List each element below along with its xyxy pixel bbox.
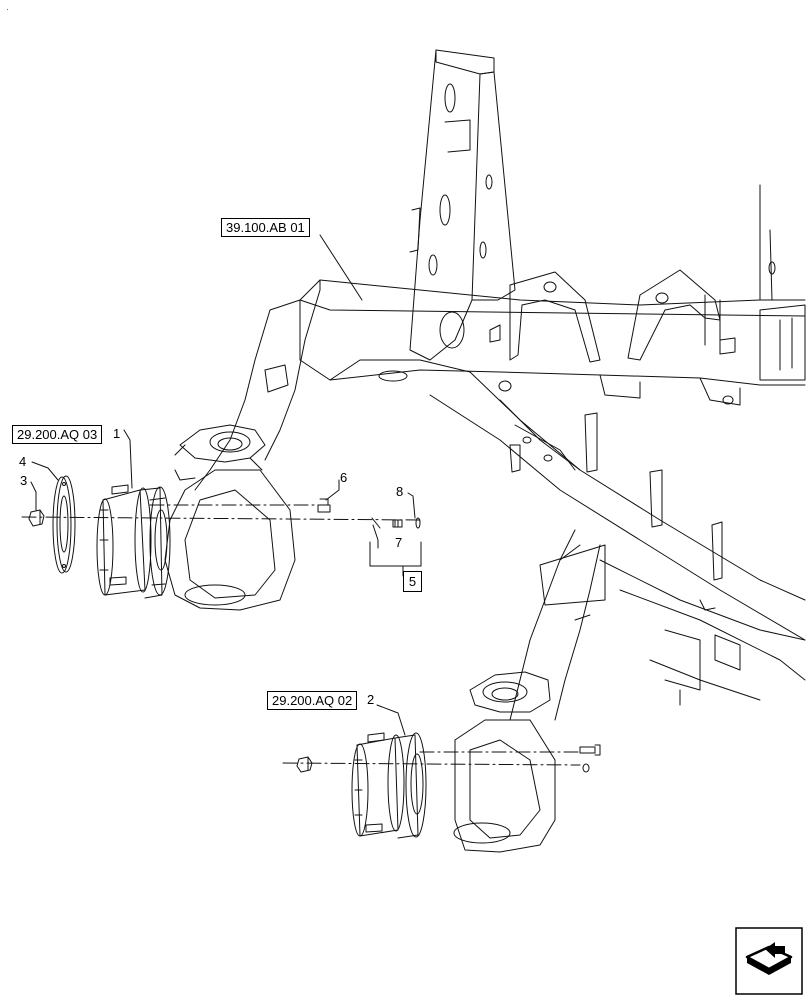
upper-hub-nut (28, 509, 45, 527)
callout-3: 3 (20, 473, 28, 488)
lower-hub-reference-link[interactable]: 29.200.AQ 02 (267, 691, 358, 710)
centerlines (21, 504, 581, 766)
callout-6: 6 (340, 470, 348, 485)
frame-diagonal-rail (429, 371, 806, 691)
upper-washer-8 (415, 517, 421, 529)
upper-seal-ring (52, 475, 76, 574)
leader-lines (30, 234, 422, 736)
callout-8: 8 (396, 484, 404, 499)
arrow-shape (745, 942, 793, 975)
upper-axle-arm (164, 289, 321, 611)
upper-pin-7 (371, 517, 403, 529)
frame-brackets (489, 269, 736, 363)
lower-wheel-hub (351, 732, 427, 839)
frame-crossbeam (299, 184, 806, 406)
frame-mast (409, 49, 516, 361)
kit-callout-5[interactable]: 5 (403, 571, 422, 592)
upper-wheel-hub (96, 484, 171, 599)
callout-2: 2 (367, 692, 375, 707)
callout-1: 1 (113, 426, 121, 441)
lower-washer (582, 763, 590, 773)
lower-hub-nut (296, 756, 313, 773)
corner-mark: · (6, 4, 9, 14)
callout-4: 4 (19, 454, 27, 469)
lower-bolt (579, 744, 601, 756)
frame-reference-link[interactable]: 39.100.AB 01 (221, 218, 310, 237)
next-page-arrow-icon[interactable] (735, 927, 803, 995)
upper-hub-reference-link[interactable]: 29.200.AQ 03 (12, 425, 103, 444)
callout-7: 7 (395, 535, 403, 550)
lower-axle-arm (453, 529, 761, 853)
